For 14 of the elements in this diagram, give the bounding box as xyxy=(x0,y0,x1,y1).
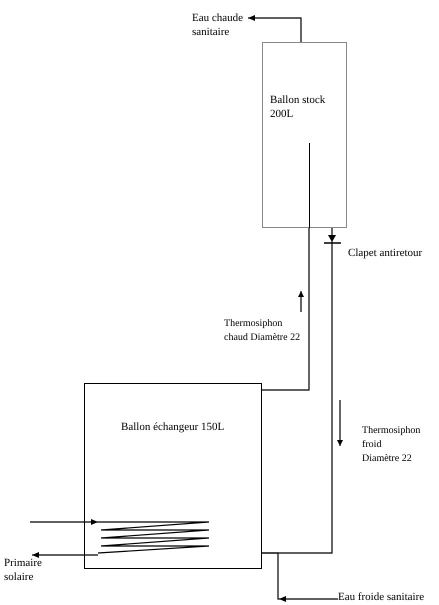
tank-box xyxy=(262,42,347,228)
tank-box xyxy=(84,383,262,569)
pipe-arrow xyxy=(30,519,98,525)
tank-label: Ballon échangeur 150L xyxy=(121,420,226,434)
edge-label: Thermosiphon froid Diamètre 22 xyxy=(362,424,420,466)
edge-label: Thermosiphon chaud Diamètre 22 xyxy=(224,317,302,345)
pipe-arrow xyxy=(248,15,302,42)
pipe-arrow xyxy=(32,552,98,558)
tank-label: Ballon stock 200L xyxy=(270,93,326,121)
coil-symbol xyxy=(98,519,210,555)
circuit-label: Primaire solaire xyxy=(4,556,48,584)
valve-label: Clapet antiretour xyxy=(348,246,424,260)
inlet-label: Eau froide sanitaire xyxy=(338,590,438,604)
outlet-label: Eau chaude sanitaire xyxy=(192,11,248,39)
